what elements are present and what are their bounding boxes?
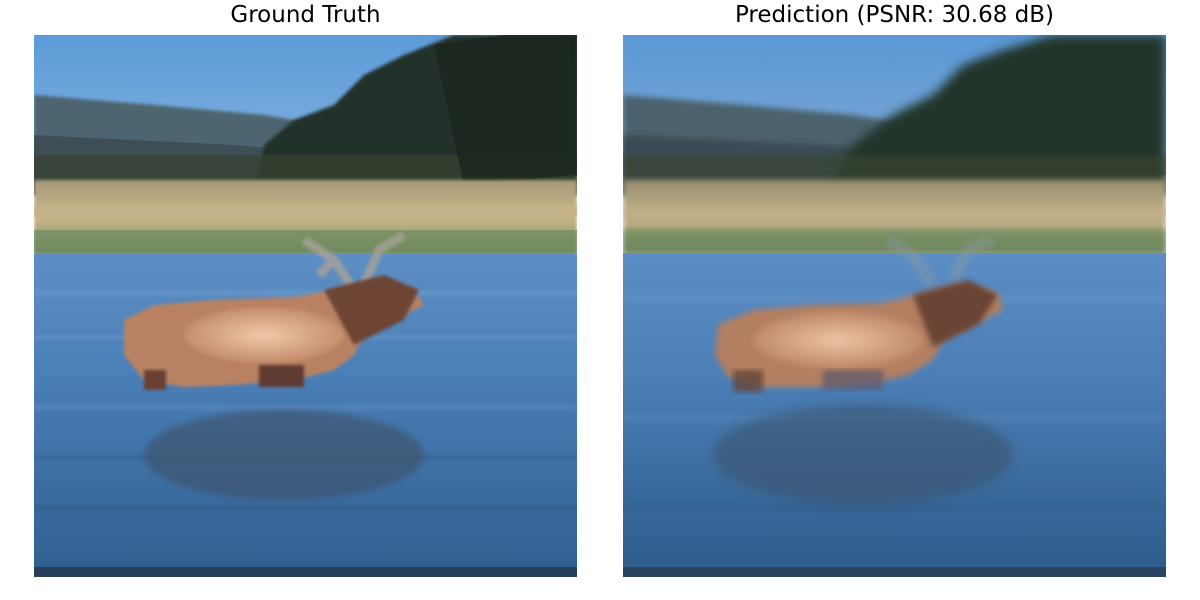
- ground-truth-panel: Ground Truth: [34, 0, 577, 600]
- ground-truth-title: Ground Truth: [230, 2, 381, 28]
- prediction-title: Prediction (PSNR: 30.68 dB): [734, 2, 1055, 28]
- prediction-panel: Prediction (PSNR: 30.68 dB): [623, 0, 1166, 600]
- prediction-scene: [623, 35, 1166, 577]
- ground-truth-scene: [34, 35, 577, 577]
- ground-truth-image: [34, 35, 577, 577]
- prediction-image: [623, 35, 1166, 577]
